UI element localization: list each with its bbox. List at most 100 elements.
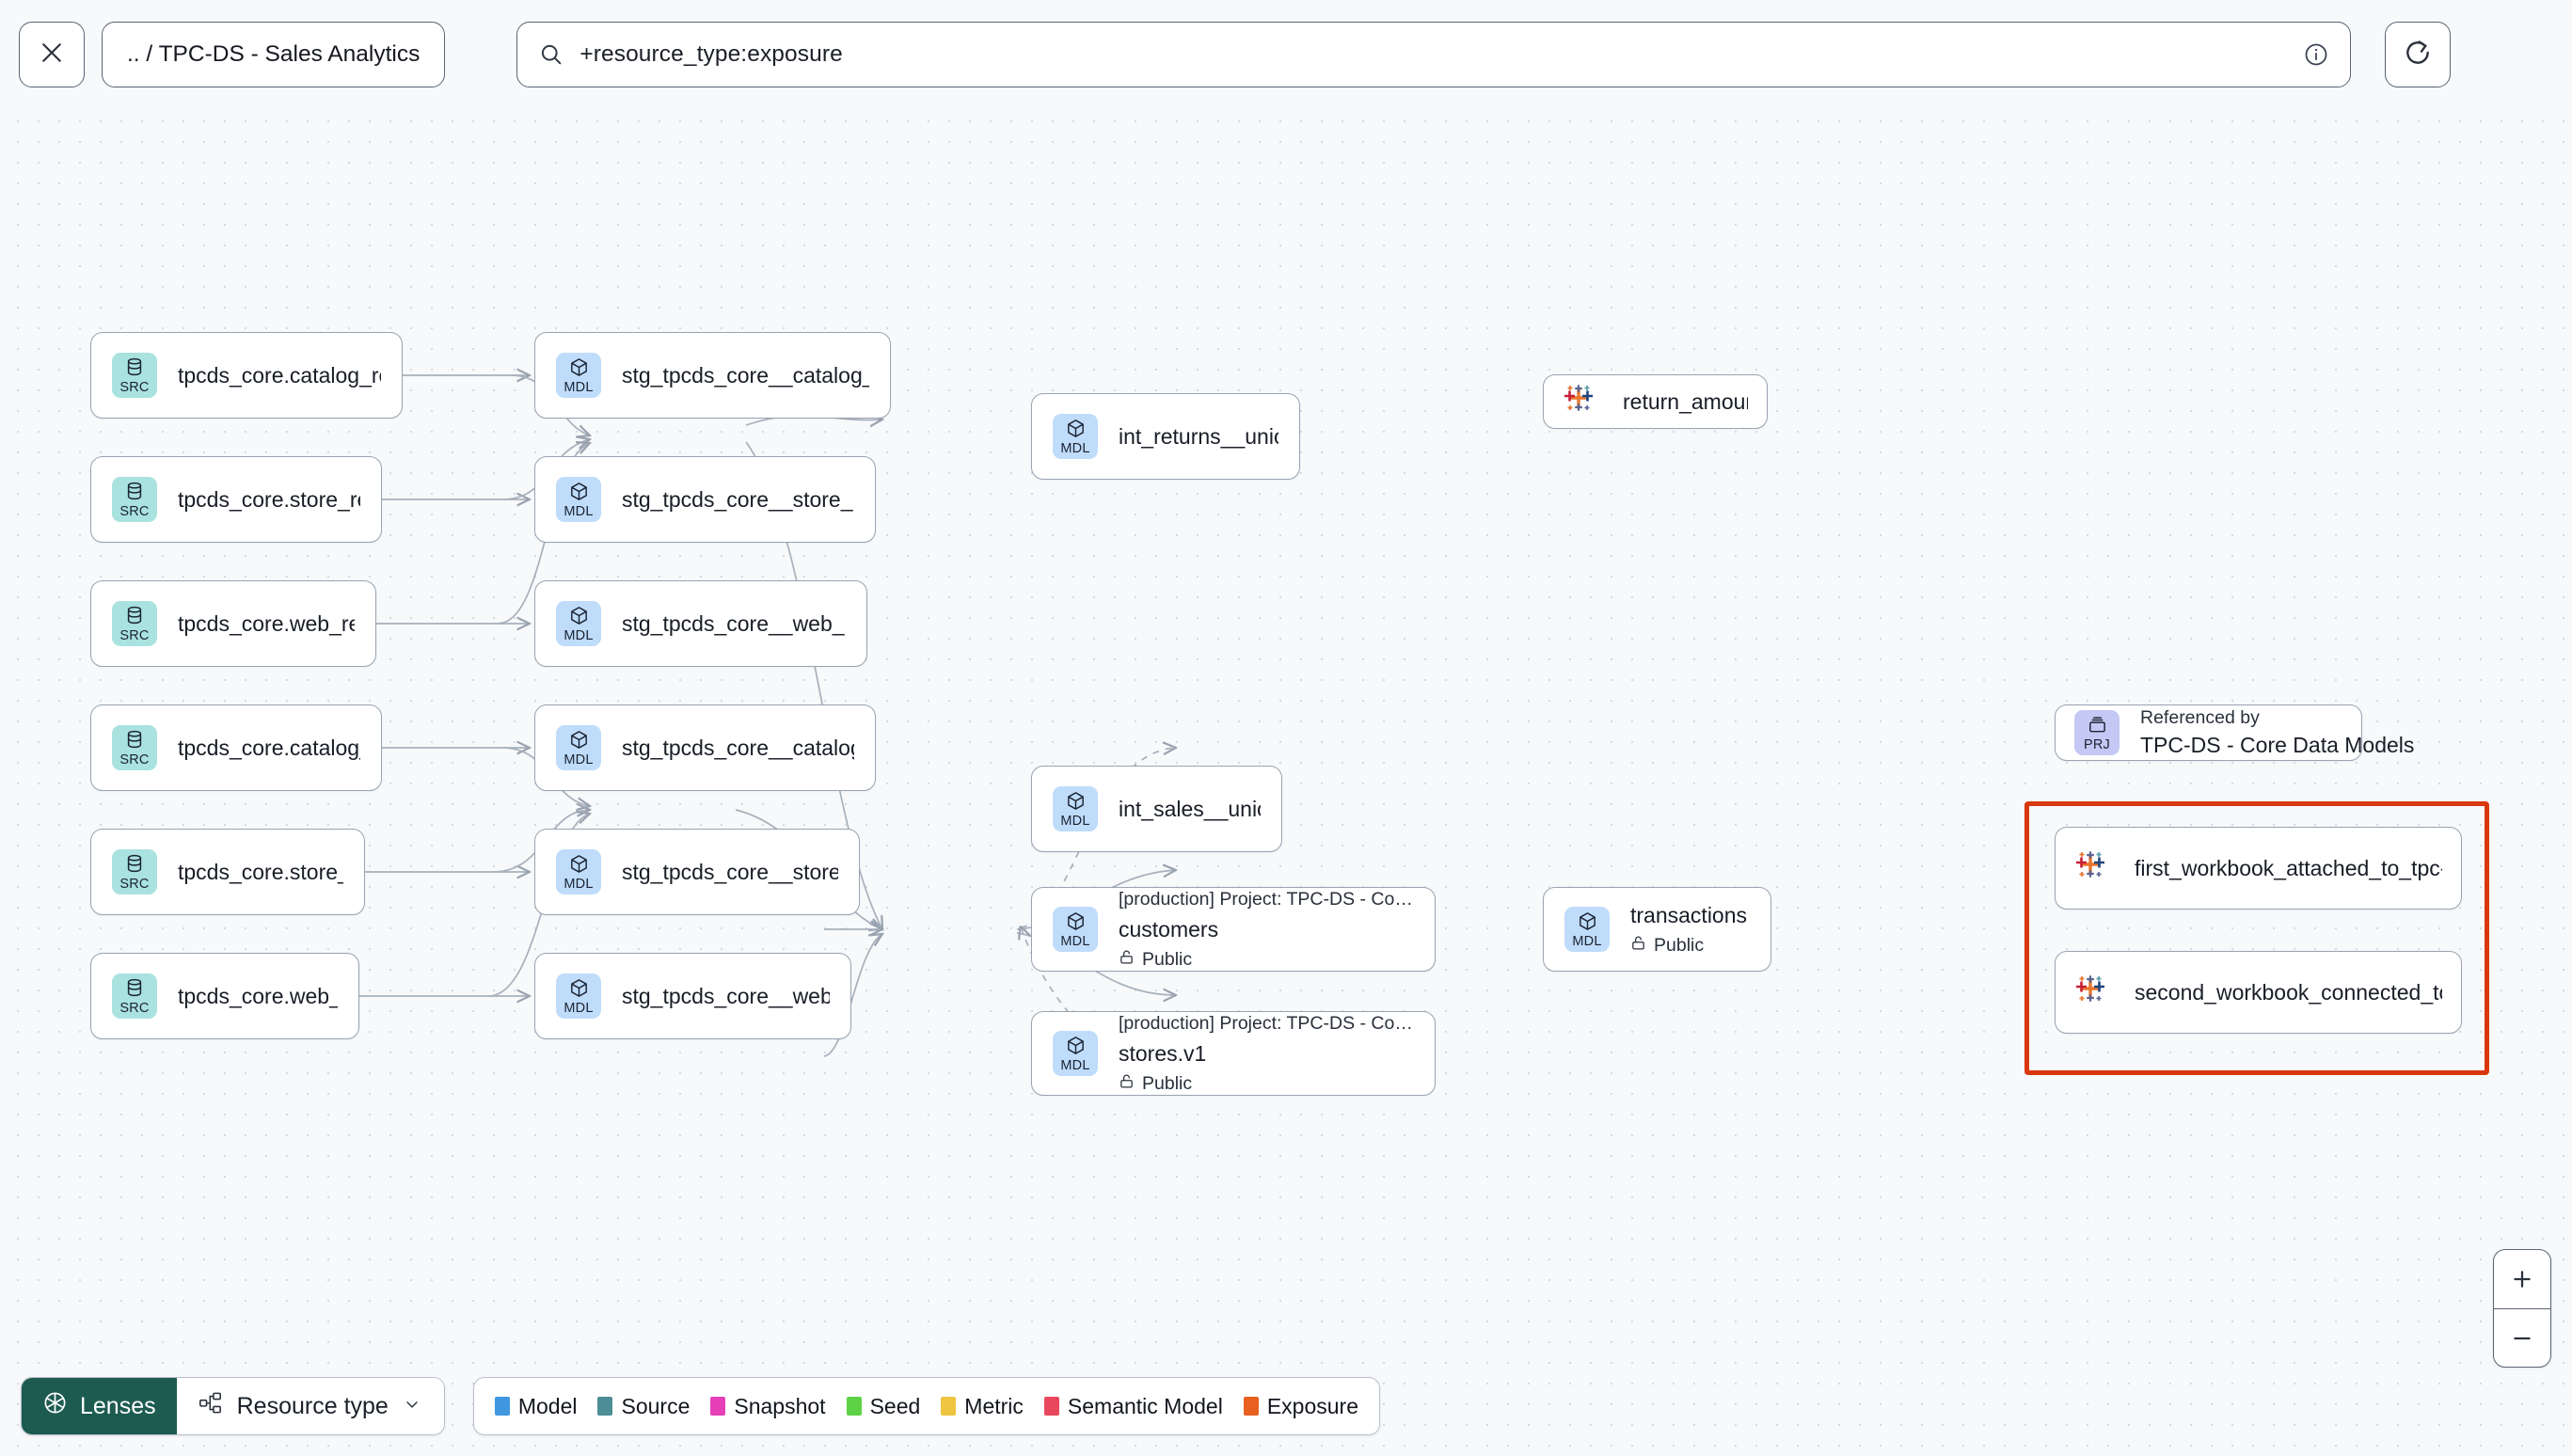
lens-control-group: Lenses Resource type — [21, 1377, 445, 1435]
lenses-label: Lenses — [80, 1392, 156, 1419]
legend-swatch — [941, 1397, 957, 1416]
node-model-customers[interactable]: MDL [production] Project: TPC-DS - Core … — [1031, 887, 1436, 972]
legend-item-semantic-model: Semantic Model — [1043, 1393, 1223, 1419]
tableau-icon — [1563, 382, 1602, 421]
node-source-web-returns[interactable]: SRC tpcds_core.web_returns — [90, 580, 376, 667]
legend-swatch — [846, 1397, 862, 1416]
minus-icon — [2514, 1337, 2531, 1339]
node-label: second_workbook_connected_to_live… — [2135, 979, 2442, 1005]
badge-text: MDL — [564, 752, 594, 768]
unlock-icon — [1119, 1073, 1135, 1095]
node-source-catalog-returns[interactable]: SRC tpcds_core.catalog_returns — [90, 332, 403, 419]
legend-label: Exposure — [1266, 1393, 1358, 1418]
access-label: Public — [1142, 1072, 1193, 1094]
resource-type-dropdown[interactable]: Resource type — [176, 1378, 444, 1434]
node-label: stores.v1 — [1119, 1040, 1207, 1066]
info-icon[interactable] — [2303, 41, 2329, 68]
refresh-button[interactable] — [2385, 22, 2452, 87]
breadcrumb[interactable]: .. / TPC-DS - Sales Analytics — [102, 22, 446, 87]
node-label: tpcds_core.catalog_returns — [178, 362, 381, 388]
node-label: customers — [1119, 916, 1219, 942]
node-model-transactions[interactable]: MDL transactions Public — [1543, 887, 1771, 972]
node-label: tpcds_core.store_sales — [178, 859, 343, 884]
source-badge: SRC — [112, 601, 157, 646]
node-label: tpcds_core.web_returns — [178, 610, 355, 636]
badge-text: MDL — [1060, 813, 1090, 829]
node-label: stg_tpcds_core__web_sales — [622, 983, 830, 1008]
legend-swatch — [597, 1397, 613, 1416]
model-badge: MDL — [556, 601, 601, 646]
legend-item-exposure: Exposure — [1243, 1393, 1358, 1419]
search-icon — [538, 41, 564, 68]
node-model-stg-catalog-sales[interactable]: MDL stg_tpcds_core__catalog_sales — [534, 704, 876, 791]
node-model-stg-store-returns[interactable]: MDL stg_tpcds_core__store_returns — [534, 456, 876, 543]
legend-item-seed: Seed — [846, 1394, 920, 1419]
close-button[interactable] — [19, 22, 85, 87]
node-model-int-sales-unioned[interactable]: MDL int_sales__unioned — [1031, 766, 1282, 852]
aperture-icon — [42, 1390, 68, 1422]
node-label: int_returns__unioned — [1119, 423, 1278, 449]
zoom-controls — [2493, 1249, 2551, 1368]
project-badge: PRJ — [2074, 710, 2120, 755]
tableau-icon — [2074, 973, 2114, 1012]
zoom-in-button[interactable] — [2494, 1250, 2550, 1308]
node-source-catalog-sales[interactable]: SRC tpcds_core.catalog_sales — [90, 704, 382, 791]
legend-item-snapshot: Snapshot — [710, 1394, 826, 1419]
node-label: tpcds_core.catalog_sales — [178, 735, 360, 760]
node-model-int-returns-unioned[interactable]: MDL int_returns__unioned — [1031, 393, 1300, 480]
legend-label: Semantic Model — [1067, 1393, 1223, 1418]
legend-swatch — [1043, 1397, 1059, 1416]
node-label: return_amounts_by_transaction_type — [1623, 388, 1748, 414]
node-label: stg_tpcds_core__store_returns — [622, 486, 854, 512]
node-label: stg_tpcds_core__web_returns — [622, 610, 846, 636]
node-project-path: [production] Project: TPC-DS - Core Data… — [1119, 888, 1414, 910]
source-badge: SRC — [112, 477, 157, 522]
legend-swatch — [1243, 1397, 1259, 1416]
source-badge: SRC — [112, 725, 157, 770]
node-source-web-sales[interactable]: SRC tpcds_core.web_sales — [90, 953, 359, 1039]
node-model-stg-store-sales[interactable]: MDL stg_tpcds_core__store_sales — [534, 829, 860, 915]
model-badge: MDL — [1053, 786, 1098, 831]
badge-text: SRC — [119, 752, 150, 768]
node-label: stg_tpcds_core__catalog_returns — [622, 362, 869, 388]
node-exposure-second-workbook[interactable]: second_workbook_connected_to_live… — [2055, 951, 2462, 1034]
node-project-referenced-by[interactable]: PRJ Referenced by TPC-DS - Core Data Mod… — [2055, 704, 2414, 761]
source-badge: SRC — [112, 849, 157, 894]
model-badge: MDL — [1053, 907, 1098, 952]
node-model-stg-web-returns[interactable]: MDL stg_tpcds_core__web_returns — [534, 580, 867, 667]
legend-label: Source — [621, 1393, 691, 1418]
node-label: stg_tpcds_core__store_sales — [622, 859, 838, 884]
node-label: tpcds_core.store_returns — [178, 486, 360, 512]
search-bar[interactable]: +resource_type:exposure — [516, 22, 2352, 87]
node-model-stg-catalog-returns[interactable]: MDL stg_tpcds_core__catalog_returns — [534, 332, 891, 419]
plus-icon — [2514, 1271, 2531, 1288]
source-badge: SRC — [112, 353, 157, 398]
model-badge: MDL — [556, 477, 601, 522]
refresh-icon — [2403, 38, 2433, 72]
node-model-stg-web-sales[interactable]: MDL stg_tpcds_core__web_sales — [534, 953, 851, 1039]
node-source-store-sales[interactable]: SRC tpcds_core.store_sales — [90, 829, 365, 915]
lenses-button[interactable]: Lenses — [22, 1378, 177, 1434]
access-label: Public — [1654, 934, 1705, 956]
badge-text: MDL — [1060, 933, 1090, 949]
badge-text: MDL — [564, 1000, 594, 1016]
node-exposure-first-workbook[interactable]: first_workbook_attached_to_tpc-ds_-_… — [2055, 827, 2462, 910]
breadcrumb-label: .. / TPC-DS - Sales Analytics — [127, 41, 421, 67]
legend-item-source: Source — [597, 1394, 690, 1419]
node-model-stores-v1[interactable]: MDL [production] Project: TPC-DS - Core … — [1031, 1011, 1436, 1096]
node-exposure-return-amounts[interactable]: return_amounts_by_transaction_type — [1543, 374, 1768, 429]
unlock-icon — [1630, 935, 1646, 957]
unlock-icon — [1119, 949, 1135, 971]
badge-text: SRC — [119, 504, 150, 520]
node-access-badge: Public — [1630, 935, 1747, 957]
node-project-path: [production] Project: TPC-DS - Core Data… — [1119, 1012, 1414, 1034]
node-access-badge: Public — [1119, 1073, 1414, 1095]
badge-text: PRJ — [2084, 736, 2110, 752]
top-toolbar: .. / TPC-DS - Sales Analytics +resource_… — [0, 0, 2572, 109]
node-source-store-returns[interactable]: SRC tpcds_core.store_returns — [90, 456, 382, 543]
zoom-out-button[interactable] — [2494, 1308, 2550, 1367]
node-label: transactions — [1630, 902, 1748, 927]
search-input[interactable]: +resource_type:exposure — [579, 41, 843, 67]
